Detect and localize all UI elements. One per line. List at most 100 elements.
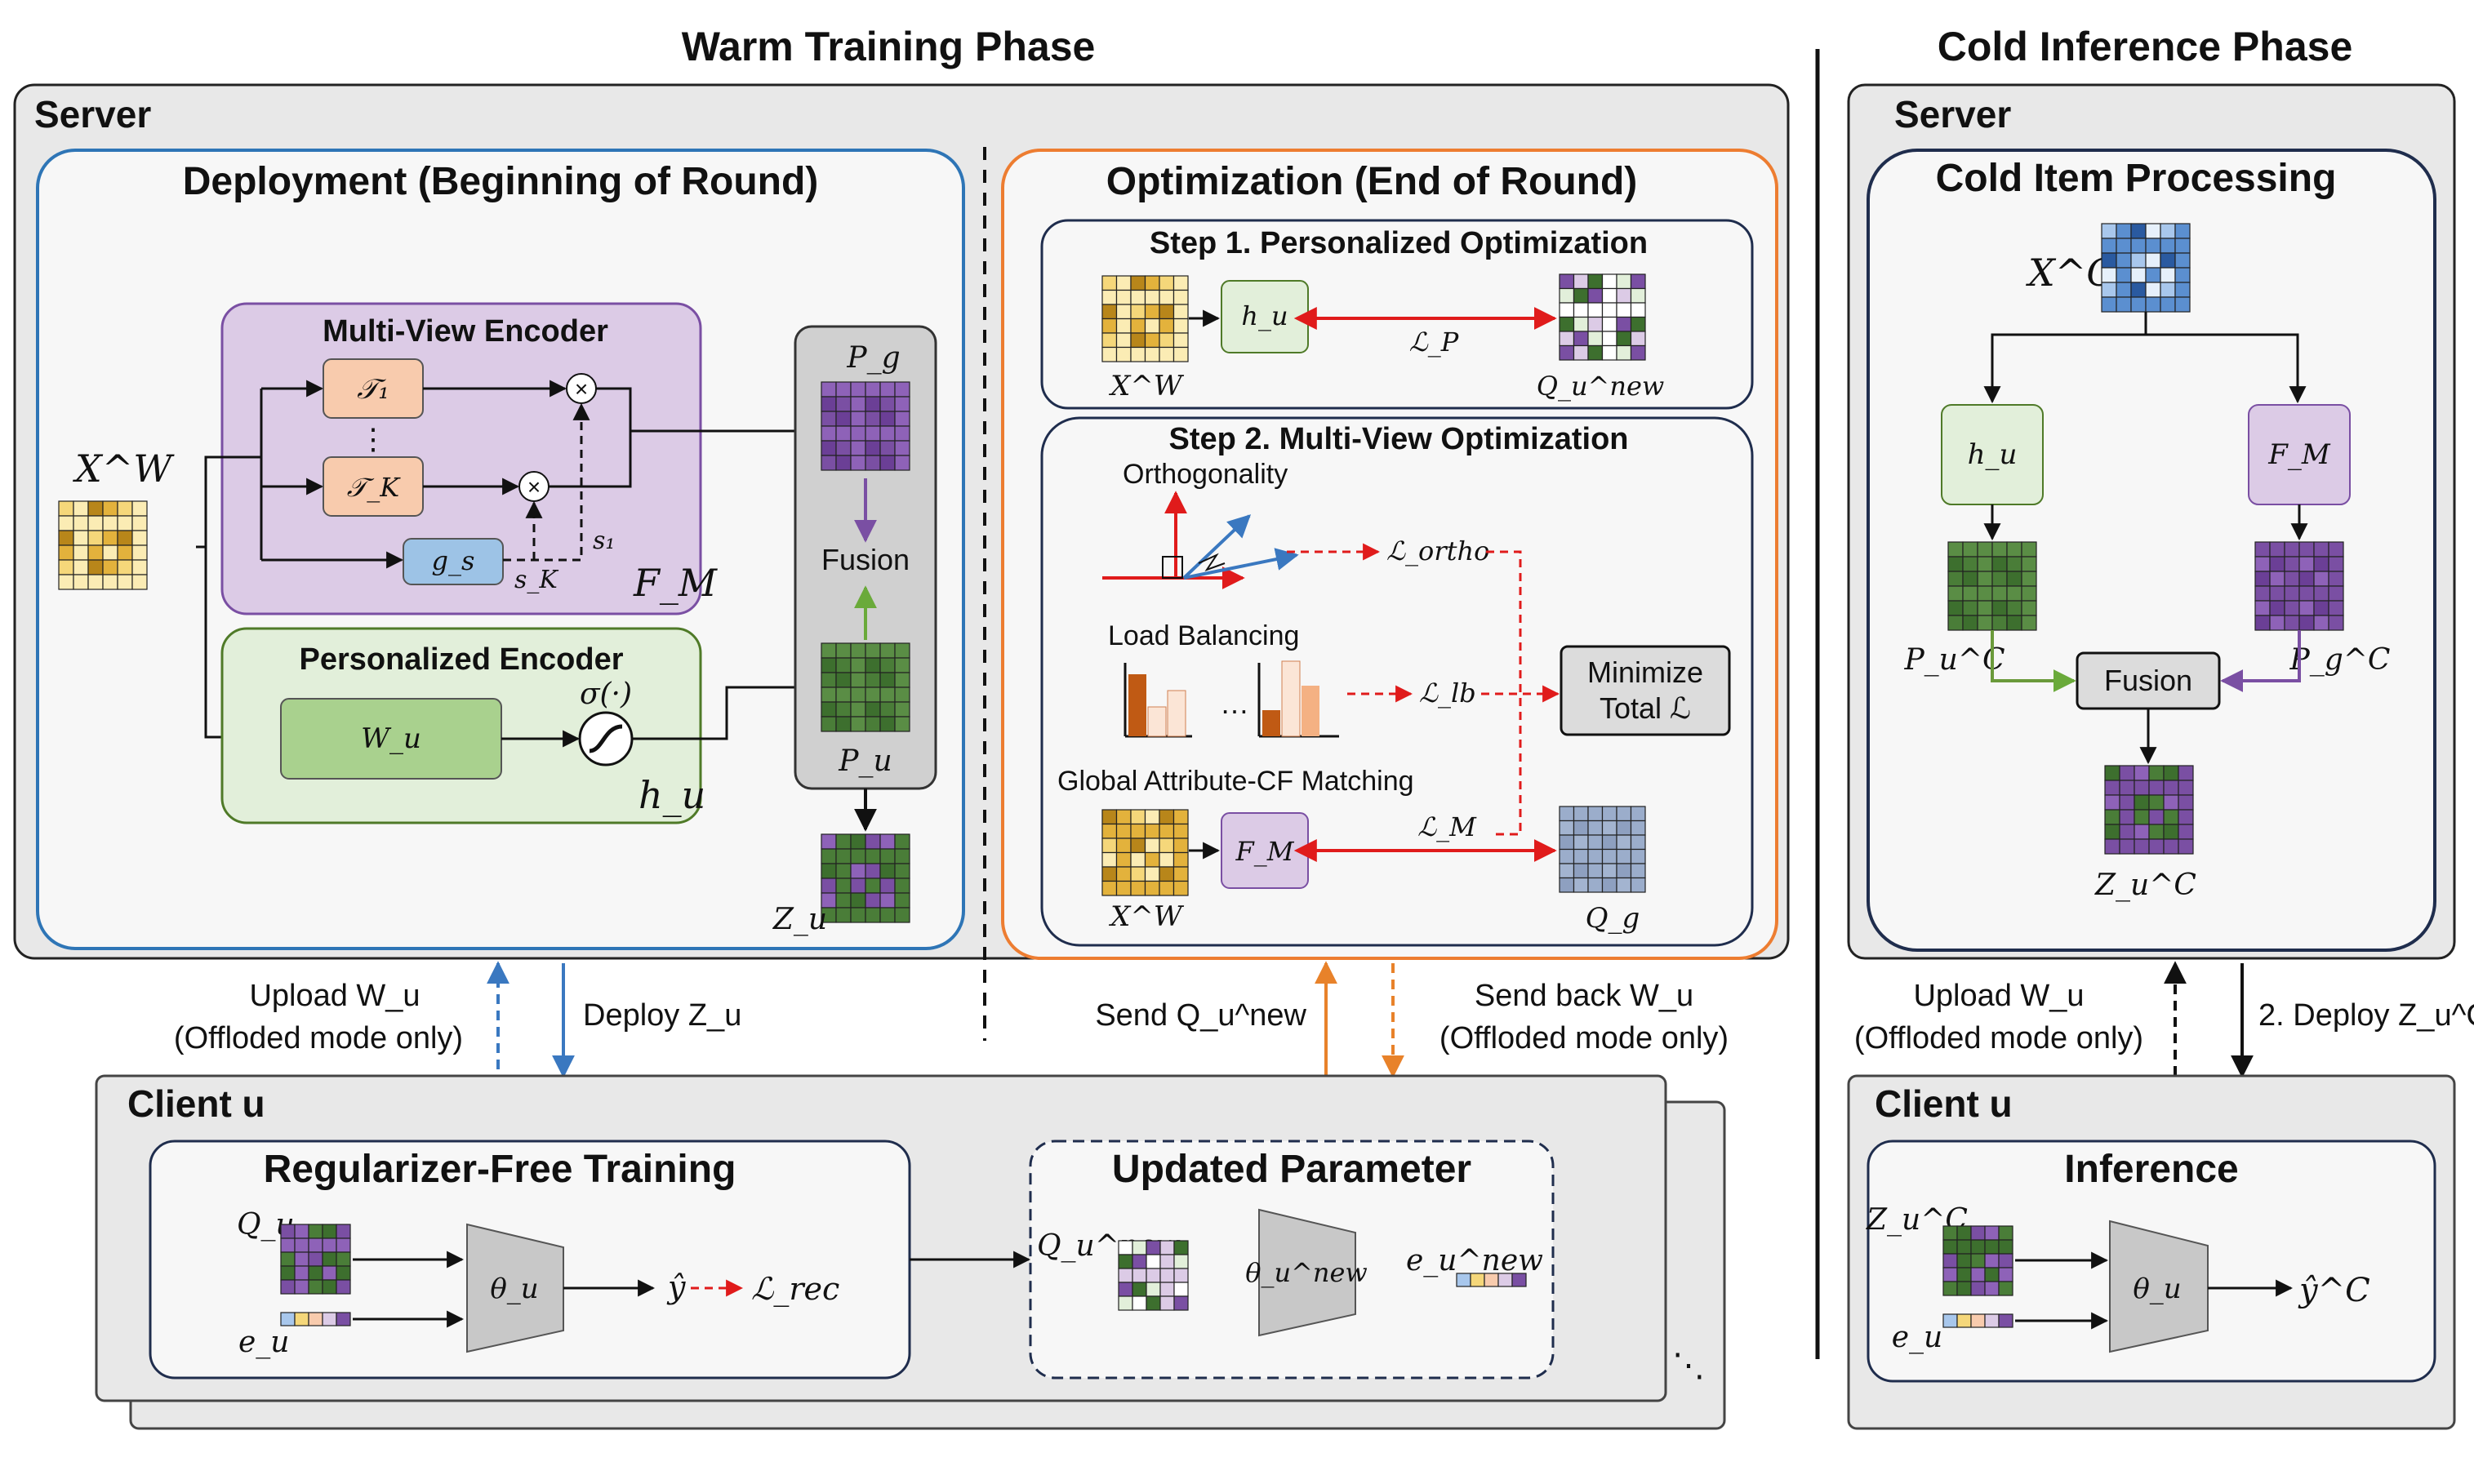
matrix-cell [850, 381, 866, 398]
matrix-cell [2328, 600, 2344, 616]
matrix-cell [850, 455, 866, 471]
optimization-title: Optimization (End of Round) [1106, 160, 1638, 203]
xc-label: X^C [2026, 251, 2116, 295]
matrix-cell [1573, 302, 1589, 318]
xc-split-right [2146, 333, 2307, 404]
cold-client-label: Client u [1875, 1082, 2013, 1125]
vector-cell [1998, 1313, 2013, 1328]
matrix-cell [1101, 332, 1118, 349]
inf-yhat-label: ŷ^C [2298, 1272, 2370, 1309]
matrix-cell [1630, 287, 1646, 304]
matrix-cell [1991, 571, 2008, 587]
matrix-cell [102, 500, 118, 517]
matrix-cell [1587, 287, 1604, 304]
matrix-cell [835, 686, 852, 703]
matrix-cell [2269, 556, 2285, 572]
matrix-cell [2313, 600, 2329, 616]
matrix-cell [1956, 1239, 1972, 1255]
matrix-cell [1130, 823, 1146, 839]
matrix-cell [2298, 571, 2315, 587]
pe-title: Personalized Encoder [299, 642, 623, 677]
matrix-cell [1601, 331, 1617, 347]
matrix-cell [2145, 282, 2161, 298]
matrix-cell [308, 1237, 323, 1253]
matrix-cell [2174, 238, 2191, 254]
matrix-cell [1101, 289, 1118, 305]
matrix-cell [1146, 1254, 1161, 1269]
matrix-cell [1587, 834, 1604, 851]
matrix-cell [2178, 794, 2194, 811]
matrix-cell [2101, 267, 2117, 283]
vector-cell [308, 1312, 323, 1326]
matrix-cell [2104, 780, 2120, 796]
matrix-cell [102, 530, 118, 546]
matrix-cell [1159, 332, 1175, 349]
inf-title: Inference [2064, 1148, 2238, 1191]
matrix-cell [2163, 838, 2179, 855]
matrix-cell [835, 455, 852, 471]
matrix-cell [1144, 809, 1160, 825]
send-qu-label: Send Q_u^new [1095, 998, 1306, 1033]
matrix-cell [2174, 252, 2191, 269]
matrix-cell [865, 848, 881, 864]
matrix-cell [1573, 273, 1589, 290]
llb-label: ℒ_lb [1419, 678, 1476, 709]
matrix-cell [1630, 877, 1646, 893]
matrix-cell [2101, 223, 2117, 239]
matrix-cell [1601, 806, 1617, 822]
matrix-cell [87, 515, 104, 531]
matrix-cell [280, 1224, 296, 1239]
matrix-cell [2313, 571, 2329, 587]
lortho-to-min [1486, 550, 1522, 836]
matrix-cell [1173, 1295, 1189, 1311]
matrix-cell [131, 574, 148, 590]
matrix-cell [2104, 794, 2120, 811]
matrix-cell [1977, 541, 1993, 558]
matrix-cell [1573, 863, 1589, 879]
matrix-cell [58, 574, 74, 590]
matrix-cell [850, 716, 866, 732]
xw-main-wire [196, 455, 261, 549]
vector-cell [1456, 1273, 1471, 1287]
matrix-cell [850, 863, 866, 879]
matrix-cell [1159, 866, 1175, 882]
matrix-cell [117, 500, 133, 517]
matrix-cell [879, 833, 896, 850]
vector-cell [1970, 1313, 1986, 1328]
matrix-cell [865, 863, 881, 879]
matrix-cell [1172, 318, 1189, 334]
matrix-cell [1101, 851, 1118, 868]
matrix-cell [1144, 838, 1160, 854]
matrix-cell [1573, 806, 1589, 822]
step2-title: Step 2. Multi-View Optimization [1168, 422, 1628, 456]
minimize-line1: Minimize [1587, 655, 1703, 689]
matrix-cell [821, 657, 837, 673]
matrix-cell [2160, 252, 2176, 269]
matrix-cell [894, 716, 910, 732]
matrix-cell [821, 878, 837, 894]
matrix-cell [1559, 344, 1575, 361]
matrix-cell [1559, 848, 1575, 864]
matrix-cell [2021, 585, 2037, 602]
matrix-cell [1962, 556, 1978, 572]
step1-xw-label: X^W [1108, 370, 1185, 402]
matrix-cell [850, 892, 866, 909]
lm-label: ℒ_M [1417, 811, 1477, 842]
rft-qu-matrix [280, 1224, 351, 1295]
matrix-cell [1146, 1268, 1161, 1283]
matrix-cell [2328, 571, 2344, 587]
matrix-cell [2284, 571, 2300, 587]
xc-matrix [2101, 223, 2191, 313]
matrix-cell [1947, 615, 1964, 631]
matrix-cell [835, 411, 852, 427]
matrix-cell [73, 559, 89, 575]
matrix-cell [2163, 809, 2179, 825]
matrix-cell [2134, 794, 2150, 811]
matrix-cell [1998, 1239, 2013, 1255]
matrix-cell [1601, 316, 1617, 332]
matrix-cell [1559, 834, 1575, 851]
matrix-cell [336, 1265, 351, 1281]
qu-new-matrix [1559, 273, 1646, 361]
matrix-cell [1101, 346, 1118, 362]
matrix-cell [2284, 556, 2300, 572]
